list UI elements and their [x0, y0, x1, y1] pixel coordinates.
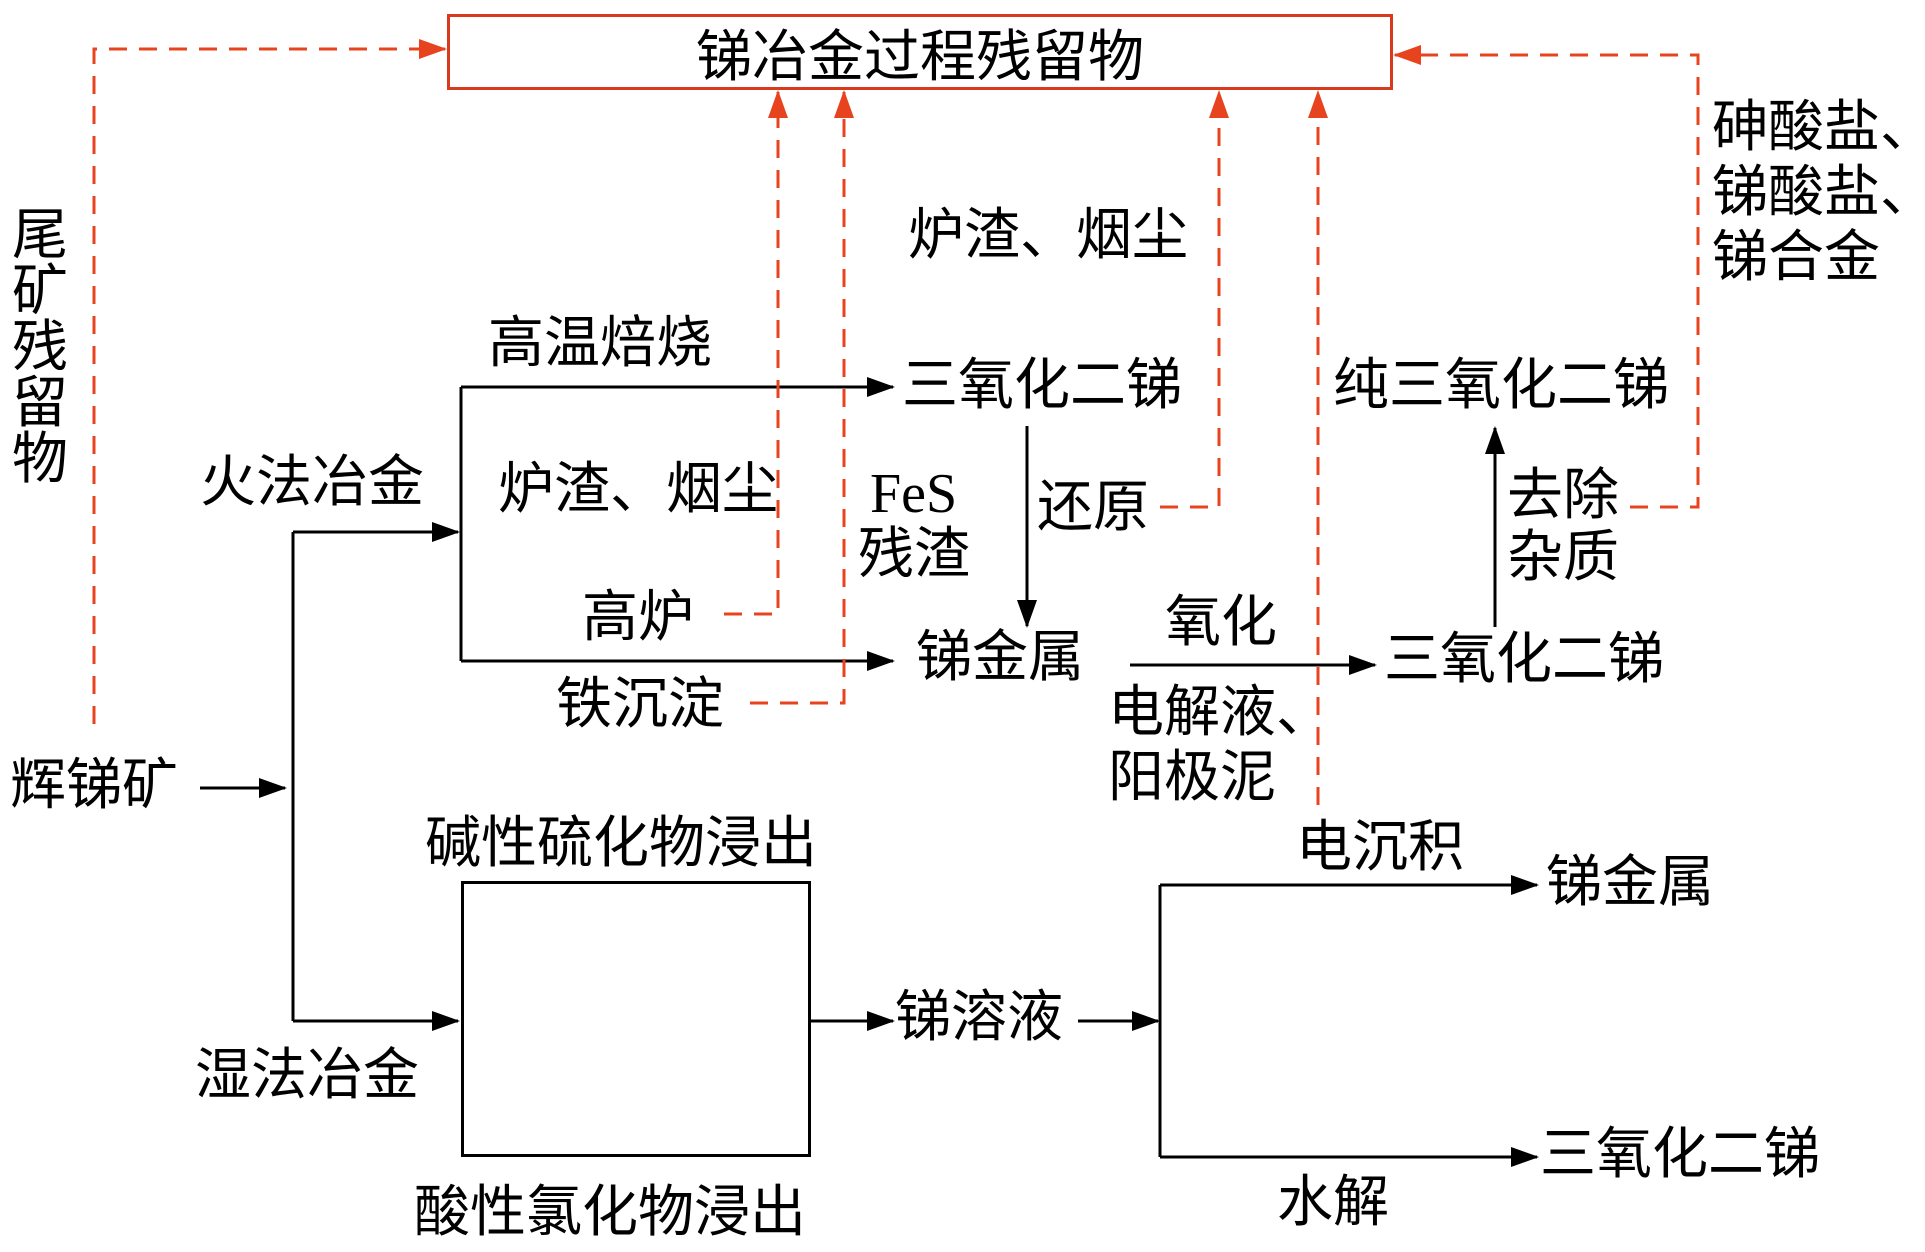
electrowin-label: 电沉积 [1296, 815, 1464, 880]
fes-label: FeS [870, 463, 958, 525]
slag-dust-label-1: 炉渣、烟尘 [498, 457, 778, 522]
sb2o3-label-3: 三氧化二锑 [1540, 1122, 1820, 1187]
residue-impurities [1393, 45, 1700, 509]
iron-precip-label: 铁沉淀 [556, 672, 724, 737]
sb-metal-label-2: 锑金属 [1546, 850, 1714, 915]
residue-iron-precip [750, 90, 854, 705]
arsenate-label: 砷酸盐、 [1712, 95, 1925, 160]
hydrolysis-label: 水解 [1277, 1170, 1389, 1235]
acid-leach-label: 酸性氯化物浸出 [414, 1180, 806, 1245]
sb-alloy-label: 锑合金 [1712, 225, 1880, 290]
slag-dust-label-2: 炉渣、烟尘 [908, 203, 1188, 268]
electrolyte-label: 电解液、 [1108, 680, 1332, 745]
residue-tailings [92, 39, 447, 724]
sb2o3-label-1: 三氧化二锑 [902, 353, 1182, 418]
antimonate-label: 锑酸盐、 [1712, 160, 1925, 225]
roast-label: 高温焙烧 [488, 311, 712, 376]
residue-blast-furnace [724, 90, 788, 616]
pure-sb2o3-label: 纯三氧化二锑 [1333, 353, 1669, 418]
remove-label: 去除 [1507, 463, 1619, 528]
stibnite-label: 辉锑矿 [10, 753, 178, 818]
impurities-label: 杂质 [1507, 525, 1619, 590]
residue-title-box: 锑冶金过程残留物 [447, 14, 1393, 90]
oxidation-label: 氧化 [1165, 590, 1277, 655]
sb-solution-label: 锑溶液 [895, 985, 1063, 1050]
tailings-label: 尾矿残留物 [12, 203, 68, 492]
sb2o3-label-2: 三氧化二锑 [1384, 627, 1664, 692]
sb-metal-label-1: 锑金属 [916, 625, 1084, 690]
pyro-label: 火法冶金 [200, 450, 424, 515]
fes-residue-label: 残渣 [858, 522, 970, 587]
reduction-label: 还原 [1037, 475, 1149, 540]
leach-box [461, 881, 811, 1157]
blast-furnace-label: 高炉 [582, 585, 694, 650]
residue-reduction [1160, 90, 1229, 509]
hydro-label: 湿法冶金 [195, 1043, 419, 1108]
alkaline-leach-label: 碱性硫化物浸出 [425, 811, 817, 876]
anode-slime-label: 阳极泥 [1108, 745, 1276, 810]
